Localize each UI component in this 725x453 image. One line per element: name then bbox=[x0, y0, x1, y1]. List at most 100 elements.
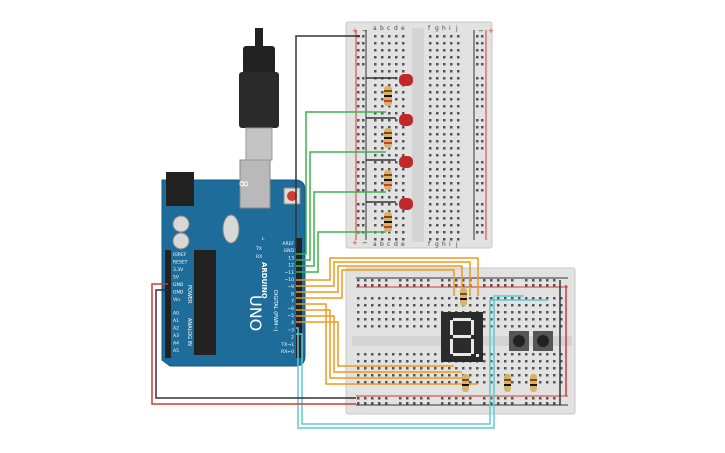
breadboard-hole bbox=[455, 397, 458, 400]
breadboard-hole bbox=[399, 304, 402, 307]
push-button-2[interactable] bbox=[533, 331, 553, 351]
led-3 bbox=[399, 156, 413, 168]
breadboard-hole bbox=[518, 367, 521, 370]
column-label: g bbox=[435, 241, 439, 248]
breadboard-hole bbox=[546, 284, 549, 287]
breadboard-hole bbox=[429, 105, 432, 108]
breadboard-hole bbox=[362, 56, 365, 59]
breadboard-hole bbox=[455, 381, 458, 384]
breadboard-hole bbox=[546, 397, 549, 400]
breadboard-hole bbox=[374, 217, 377, 220]
breadboard-hole bbox=[374, 70, 377, 73]
breadboard-hole bbox=[462, 284, 465, 287]
breadboard-hole bbox=[481, 140, 484, 143]
breadboard-hole bbox=[357, 147, 360, 150]
breadboard-hole bbox=[457, 35, 460, 38]
breadboard-hole bbox=[443, 126, 446, 129]
breadboard-hole bbox=[395, 182, 398, 185]
breadboard-hole bbox=[362, 140, 365, 143]
breadboard-hole bbox=[450, 70, 453, 73]
breadboard-hole bbox=[457, 189, 460, 192]
breadboard-hole bbox=[378, 353, 381, 356]
breadboard-hole bbox=[364, 397, 367, 400]
breadboard-hole bbox=[406, 325, 409, 328]
breadboard-hole bbox=[357, 203, 360, 206]
breadboard-hole bbox=[483, 318, 486, 321]
breadboard-hole bbox=[504, 284, 507, 287]
breadboard-hole bbox=[406, 297, 409, 300]
breadboard-hole bbox=[553, 297, 556, 300]
breadboard-hole bbox=[427, 397, 430, 400]
breadboard-hole bbox=[374, 63, 377, 66]
breadboard-hole bbox=[429, 63, 432, 66]
pin-label-a1: A1 bbox=[173, 318, 179, 324]
breadboard-hole bbox=[357, 119, 360, 122]
breadboard-hole bbox=[476, 63, 479, 66]
pin-label-d10: ~10 bbox=[285, 277, 295, 283]
dc-jack-icon bbox=[166, 172, 194, 206]
breadboard-hole bbox=[395, 105, 398, 108]
breadboard-hole bbox=[371, 311, 374, 314]
breadboard-hole bbox=[457, 210, 460, 213]
breadboard-hole bbox=[420, 397, 423, 400]
breadboard-hole bbox=[481, 182, 484, 185]
breadboard-hole bbox=[434, 381, 437, 384]
breadboard-hole bbox=[429, 133, 432, 136]
rail-plus-label: + bbox=[352, 27, 358, 35]
breadboard-hole bbox=[364, 360, 367, 363]
breadboard-hole bbox=[436, 231, 439, 234]
breadboard-hole bbox=[476, 49, 479, 52]
wire-orange-7 bbox=[296, 315, 462, 373]
breadboard-hole bbox=[381, 147, 384, 150]
breadboard-hole bbox=[483, 325, 486, 328]
breadboard-hole bbox=[476, 168, 479, 171]
breadboard-hole bbox=[457, 133, 460, 136]
breadboard-hole bbox=[532, 397, 535, 400]
breadboard-hole bbox=[518, 318, 521, 321]
breadboard-hole bbox=[436, 91, 439, 94]
breadboard-hole bbox=[362, 35, 365, 38]
breadboard-hole bbox=[539, 367, 542, 370]
breadboard-hole bbox=[481, 147, 484, 150]
breadboard-hole bbox=[481, 231, 484, 234]
breadboard-hole bbox=[388, 147, 391, 150]
column-label: d bbox=[394, 241, 398, 248]
breadboard-hole bbox=[364, 353, 367, 356]
column-label: j bbox=[455, 25, 458, 32]
breadboard-hole bbox=[504, 353, 507, 356]
breadboard-hole bbox=[483, 360, 486, 363]
breadboard-hole bbox=[402, 175, 405, 178]
breadboard-hole bbox=[381, 70, 384, 73]
breadboard-hole bbox=[388, 154, 391, 157]
wire-orange-5 bbox=[296, 303, 478, 385]
breadboard-hole bbox=[362, 224, 365, 227]
column-label: c bbox=[387, 25, 390, 32]
breadboard-hole bbox=[443, 49, 446, 52]
pin-label-d5: ~5 bbox=[287, 313, 294, 319]
breadboard-hole bbox=[450, 217, 453, 220]
breadboard-hole bbox=[362, 175, 365, 178]
breadboard-hole bbox=[406, 360, 409, 363]
breadboard-hole bbox=[443, 196, 446, 199]
breadboard-hole bbox=[364, 318, 367, 321]
breadboard-hole bbox=[399, 284, 402, 287]
breadboard-hole bbox=[481, 175, 484, 178]
breadboard-hole bbox=[483, 374, 486, 377]
breadboard-hole bbox=[371, 325, 374, 328]
breadboard-hole bbox=[364, 381, 367, 384]
breadboard-hole bbox=[374, 91, 377, 94]
breadboard-hole bbox=[381, 35, 384, 38]
breadboard-hole bbox=[497, 318, 500, 321]
breadboard-hole bbox=[539, 325, 542, 328]
breadboard-hole bbox=[374, 35, 377, 38]
breadboard-hole bbox=[381, 217, 384, 220]
breadboard-hole bbox=[357, 297, 360, 300]
push-button-1[interactable] bbox=[509, 331, 529, 351]
breadboard-hole bbox=[385, 311, 388, 314]
breadboard-hole bbox=[476, 374, 479, 377]
breadboard-hole bbox=[532, 304, 535, 307]
leds bbox=[399, 74, 413, 210]
breadboard-hole bbox=[532, 360, 535, 363]
breadboard-hole bbox=[443, 119, 446, 122]
